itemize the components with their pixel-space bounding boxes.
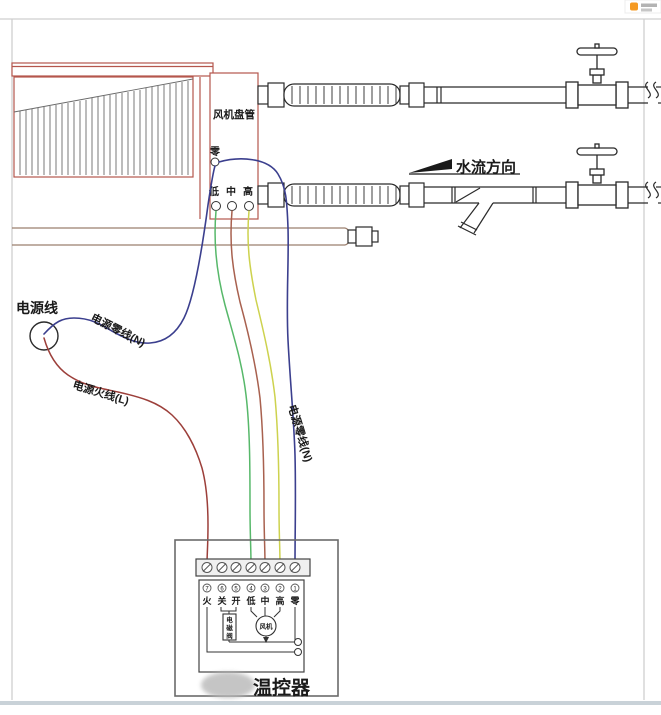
page-frame [0, 18, 661, 700]
fan-coil-mid-label: 中 [226, 185, 236, 198]
shutoff-valve-upper [565, 43, 629, 109]
terminal-num-7: 7 [205, 587, 209, 593]
fan-coil-high-terminal [244, 201, 254, 211]
fan-coil-mid-terminal [227, 201, 237, 211]
fan-coil-unit: 风机盘管 零 低 中 高 [11, 62, 259, 220]
terminal-num-1: 1 [293, 587, 297, 593]
coil-fins [13, 78, 194, 175]
terminal-num-4: 4 [249, 587, 253, 593]
thermostat-outer-box [174, 539, 339, 697]
redacted-watermark-blob [201, 672, 255, 698]
drain-pipe-fitting [347, 226, 379, 247]
wire-live [43, 337, 209, 565]
thermostat: 7 6 5 4 3 2 1 火 关 开 低 中 高 零 [174, 539, 339, 699]
fan-coil-low-label: 低 [208, 185, 219, 198]
wire-low [214, 210, 252, 565]
orange-logo-icon [630, 2, 638, 11]
upper-pipe-run [257, 81, 661, 108]
solenoid-valve-box [222, 613, 237, 641]
terminal-label-low: 低 [245, 595, 255, 606]
solenoid-char-3: 阀 [226, 631, 233, 640]
wire-neutral-right [218, 158, 297, 565]
y-strainer [455, 187, 494, 236]
terminal-label-close: 关 [217, 595, 226, 606]
bottom-divider-bar [0, 701, 661, 705]
terminal-label-high: 高 [275, 595, 284, 606]
power-source: 电源线 [16, 300, 59, 351]
flex-hose-lower [283, 183, 401, 207]
terminal-num-6: 6 [220, 587, 224, 593]
output-terminal-upper [294, 638, 302, 646]
fan-coil-neutral-terminal [210, 157, 220, 167]
neutral-wire-label-left: 电源零线(N) [89, 310, 148, 350]
fan-arrow-icon [263, 637, 269, 643]
watermark [624, 0, 661, 14]
neutral-wire-label-right: 电源零线(N) [285, 403, 316, 464]
solenoid-char-2: 磁 [226, 623, 233, 632]
terminal-num-5: 5 [234, 587, 238, 593]
thermostat-internal-wiring [206, 607, 296, 653]
solenoid-char-1: 电 [226, 615, 233, 624]
flow-arrow-icon [409, 159, 452, 173]
thermostat-inner-box [198, 579, 305, 673]
thermostat-label: 温控器 [253, 676, 311, 699]
lower-pipe-run [257, 181, 661, 236]
power-source-circle [29, 321, 59, 351]
fan-coil-label: 风机盘管 [213, 108, 255, 121]
fan-motor-label: 风机 [260, 622, 274, 631]
wire-mid [230, 210, 266, 565]
power-line-label: 电源线 [16, 300, 58, 316]
fan-coil-neutral-label: 零 [209, 145, 221, 158]
terminal-label-mid: 中 [260, 595, 269, 606]
shutoff-valve-lower [565, 143, 629, 209]
wire-neutral-left [43, 165, 216, 344]
terminal-num-3: 3 [263, 587, 267, 593]
flex-hose-upper [283, 83, 401, 107]
terminal-label-fire: 火 [202, 596, 212, 606]
flow-direction-label: 水流方向 [456, 158, 516, 176]
terminal-screws [201, 562, 301, 573]
fan-motor-circle [255, 615, 277, 637]
fan-coil-low-terminal [211, 201, 221, 211]
fan-coil-high-label: 高 [243, 185, 253, 198]
terminal-label-open: 开 [231, 596, 240, 606]
wire-high [247, 210, 281, 565]
terminal-num-2: 2 [278, 587, 282, 593]
long-drain-pipe [12, 227, 351, 246]
terminal-label-neutral: 零 [289, 596, 300, 606]
flow-direction: 水流方向 [409, 158, 520, 176]
output-terminal-lower [294, 648, 302, 656]
